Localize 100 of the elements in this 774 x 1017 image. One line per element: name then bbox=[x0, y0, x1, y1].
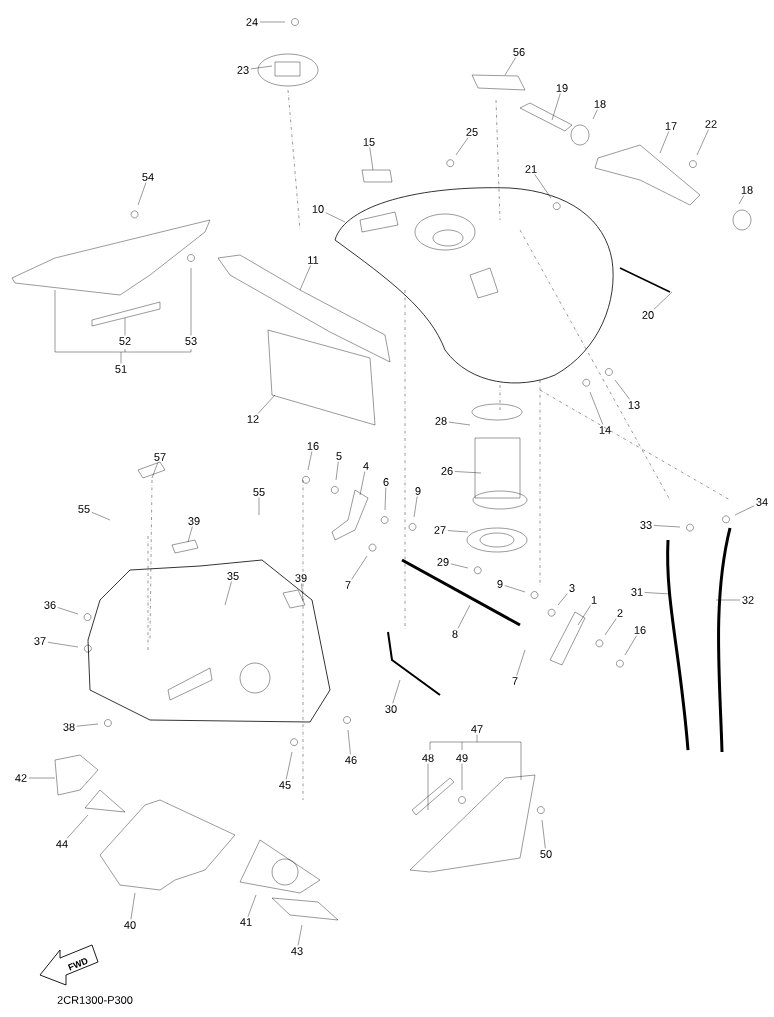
leader-line bbox=[258, 497, 260, 516]
callout-number: 35 bbox=[227, 572, 239, 580]
callout-number: 16 bbox=[307, 442, 319, 450]
leader-line bbox=[448, 421, 471, 426]
callout-number: 43 bbox=[291, 947, 303, 955]
callout-number: 36 bbox=[44, 601, 56, 609]
callout-number: 13 bbox=[628, 401, 640, 409]
leader-line bbox=[534, 174, 552, 199]
callout-number: 27 bbox=[434, 526, 446, 534]
callout-number: 23 bbox=[237, 66, 249, 74]
callout-number: 41 bbox=[240, 918, 252, 926]
callout-number: 40 bbox=[124, 921, 136, 929]
leader-line bbox=[734, 505, 755, 516]
leader-line bbox=[504, 585, 526, 593]
leader-line bbox=[57, 607, 79, 615]
callout-number: 28 bbox=[435, 417, 447, 425]
callout-number: 17 bbox=[665, 122, 677, 130]
callout-number: 22 bbox=[705, 120, 717, 128]
leader-line bbox=[653, 525, 681, 528]
leader-line bbox=[369, 147, 374, 171]
callout-number: 6 bbox=[383, 478, 389, 486]
leader-line bbox=[137, 182, 147, 206]
callout-number: 55 bbox=[78, 505, 90, 513]
callout-number: 24 bbox=[246, 18, 258, 26]
callout-number: 20 bbox=[642, 311, 654, 319]
callout-number: 11 bbox=[308, 256, 319, 264]
leader-line bbox=[250, 65, 273, 70]
callout-number: 18 bbox=[594, 100, 606, 108]
leader-line bbox=[461, 763, 463, 791]
leader-line bbox=[429, 734, 522, 781]
leader-line bbox=[351, 555, 368, 580]
callout-number: 49 bbox=[456, 754, 468, 762]
callout-number: 4 bbox=[363, 462, 369, 470]
callout-number: 21 bbox=[525, 165, 537, 173]
leader-line bbox=[696, 129, 709, 156]
callout-number: 42 bbox=[15, 774, 27, 782]
callout-number: 3 bbox=[569, 584, 575, 592]
leader-line bbox=[91, 512, 111, 521]
callout-number: 26 bbox=[441, 467, 453, 475]
leader-line bbox=[516, 649, 526, 676]
leader-line bbox=[504, 57, 516, 76]
leader-line bbox=[624, 635, 637, 656]
callout-number: 29 bbox=[437, 558, 449, 566]
callout-number: 18 bbox=[741, 186, 753, 194]
leader-line bbox=[151, 462, 159, 479]
leader-line bbox=[592, 109, 598, 120]
callout-number: 8 bbox=[452, 630, 458, 638]
callout-number: 37 bbox=[34, 637, 46, 645]
leader-line bbox=[247, 894, 257, 917]
callout-number: 10 bbox=[312, 205, 324, 213]
leader-line bbox=[738, 195, 744, 205]
callout-number: 5 bbox=[336, 452, 342, 460]
callout-number: 53 bbox=[185, 337, 197, 345]
callout-number: 57 bbox=[154, 453, 166, 461]
leader-line bbox=[653, 291, 673, 310]
leader-line bbox=[335, 461, 339, 481]
leader-line bbox=[347, 729, 351, 755]
leader-line bbox=[577, 605, 591, 626]
leader-line bbox=[325, 212, 346, 223]
callout-number: 14 bbox=[599, 426, 611, 434]
leader-line bbox=[715, 599, 741, 601]
callout-number: 2 bbox=[617, 609, 623, 617]
callout-number: 32 bbox=[742, 596, 754, 604]
leader-line bbox=[301, 583, 304, 601]
leader-line bbox=[427, 763, 429, 811]
leader-line bbox=[66, 814, 89, 839]
leader-line bbox=[614, 379, 630, 400]
leader-line bbox=[392, 679, 401, 704]
callout-number: 15 bbox=[363, 138, 375, 146]
callout-number: 19 bbox=[556, 84, 568, 92]
leader-line bbox=[455, 137, 469, 156]
leader-line bbox=[307, 451, 313, 471]
leader-line bbox=[257, 394, 276, 414]
callout-number: 47 bbox=[471, 725, 483, 733]
leader-line bbox=[457, 604, 471, 629]
leader-line bbox=[589, 391, 604, 425]
leader-line bbox=[551, 93, 561, 121]
callout-number: 50 bbox=[540, 850, 552, 858]
leader-line bbox=[187, 526, 193, 543]
leader-line bbox=[299, 265, 311, 291]
leader-line bbox=[28, 777, 56, 779]
callout-number: 9 bbox=[415, 487, 421, 495]
arrow-label: FWD bbox=[67, 958, 88, 971]
leader-line bbox=[604, 618, 617, 636]
leader-line bbox=[76, 723, 99, 727]
callout-number: 56 bbox=[513, 48, 525, 56]
leader-line bbox=[224, 581, 232, 606]
leader-line bbox=[259, 21, 286, 23]
leader-line bbox=[47, 642, 79, 648]
callout-number: 39 bbox=[295, 574, 307, 582]
leader-line bbox=[450, 563, 469, 569]
callout-number: 16 bbox=[634, 626, 646, 634]
leader-line bbox=[286, 751, 293, 780]
callout-number: 52 bbox=[119, 337, 131, 345]
leader-line bbox=[557, 593, 568, 606]
leader-line bbox=[54, 289, 192, 364]
callout-number: 9 bbox=[497, 580, 503, 588]
callout-number: 55 bbox=[253, 488, 265, 496]
callout-number: 39 bbox=[188, 517, 200, 525]
leader-line bbox=[644, 592, 671, 595]
